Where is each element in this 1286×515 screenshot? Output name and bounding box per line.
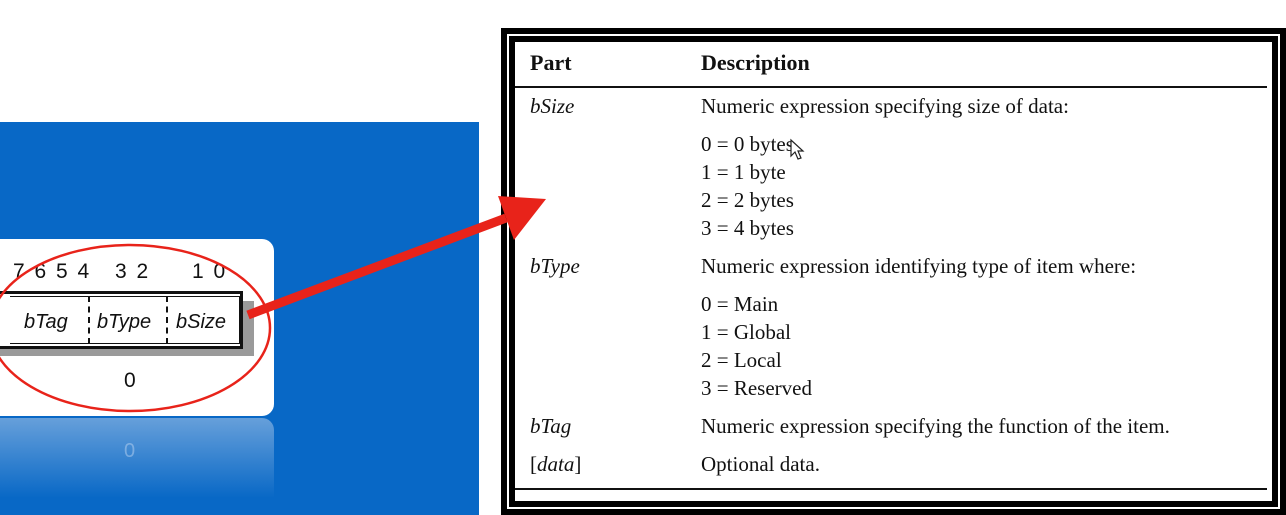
field-divider [166, 296, 168, 344]
option-item: 1 = 1 byte [701, 160, 786, 184]
option-item: 3 = 4 bytes [701, 216, 794, 240]
field-btag: bTag [24, 311, 68, 333]
row-part-btype: bType [530, 254, 580, 278]
bit-label-size: 1 0 [192, 260, 228, 283]
bottom-rule [515, 488, 1267, 490]
header-rule [515, 86, 1267, 88]
reflection-byte-index: 0 [124, 440, 136, 462]
option-item: 0 = 0 bytes [701, 132, 794, 156]
row-part-data: [data] [530, 450, 581, 478]
header-part: Part [530, 50, 572, 75]
slide-area: 0 7 6 5 4 3 2 1 0 bTag bType bSize 0 [0, 122, 479, 515]
row-part-bsize: bSize [530, 94, 575, 118]
bracket-open: [ [530, 452, 537, 476]
table-frame-inner [507, 34, 1280, 509]
card-reflection [0, 418, 274, 498]
field-divider [88, 296, 90, 344]
option-item: 3 = Reserved [701, 376, 812, 400]
byte-index: 0 [124, 369, 136, 392]
field-bsize: bSize [176, 311, 227, 333]
option-item: 2 = 2 bytes [701, 188, 794, 212]
bracket-close: ] [574, 452, 582, 476]
option-item: 0 = Main [701, 292, 779, 316]
bit-label-tag: 7 6 5 4 [13, 260, 92, 283]
table-frame [501, 28, 1286, 515]
option-item: 1 = Global [701, 320, 791, 344]
row-desc-bsize: Numeric expression specifying size of da… [701, 94, 1069, 118]
row-part-btag: bTag [530, 414, 572, 438]
header-description: Description [701, 50, 810, 75]
option-item: 2 = Local [701, 348, 782, 372]
bit-label-type: 3 2 [115, 260, 151, 283]
row-desc-data: Optional data. [701, 452, 820, 476]
row-desc-btag: Numeric expression specifying the functi… [701, 414, 1170, 438]
part-data-name: data [537, 452, 575, 476]
row-desc-btype: Numeric expression identifying type of i… [701, 254, 1137, 278]
table-paper [513, 40, 1274, 503]
field-btype: bType [97, 311, 152, 333]
